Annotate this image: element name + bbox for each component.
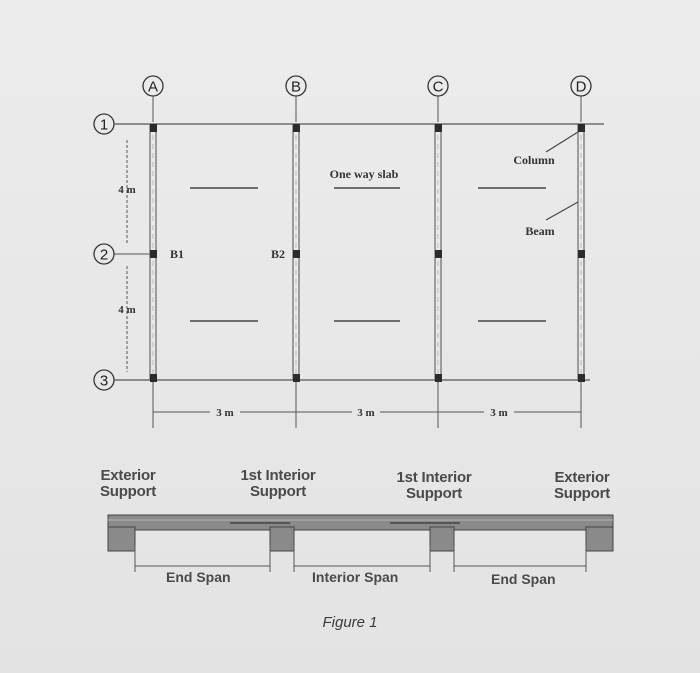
- column-c3: [435, 374, 442, 382]
- dim-3m-2: 3 m: [357, 407, 374, 419]
- section-support-interior-2: [429, 526, 455, 552]
- support-label-interior-2: 1st Interior Support: [386, 470, 482, 502]
- grid-bubble-3: 3: [93, 369, 115, 391]
- row-dimension: [122, 140, 132, 372]
- callout-leaders: [545, 131, 579, 221]
- span-dimensions: [134, 545, 587, 572]
- section-support-exterior-right: [585, 526, 614, 552]
- beam-label-b1: B1: [170, 247, 184, 261]
- dim-4m-top: 4 m: [118, 184, 135, 196]
- column-b2: [293, 250, 300, 258]
- grid-bubble-a: A: [142, 75, 164, 122]
- row-grid-bubbles: 1 2 3: [93, 113, 115, 391]
- grid-bubble-2: 2: [93, 243, 115, 265]
- support-label-line: 1st Interior: [240, 467, 316, 484]
- svg-text:C: C: [433, 79, 444, 96]
- support-label-exterior-right: Exterior Support: [546, 470, 618, 502]
- support-label-line: Support: [553, 485, 611, 502]
- svg-text:B: B: [291, 79, 301, 96]
- column-d3: [578, 374, 585, 382]
- beam-callout-label: Beam: [525, 224, 554, 238]
- section-support-interior-1: [269, 526, 295, 552]
- support-label-line: Support: [405, 485, 463, 502]
- svg-text:2: 2: [100, 247, 108, 264]
- svg-text:3: 3: [100, 373, 108, 390]
- support-label-line: Exterior: [554, 469, 610, 486]
- support-label-line: Support: [99, 483, 157, 500]
- column-c2: [435, 250, 442, 258]
- column-d2: [578, 250, 585, 258]
- column-a3: [150, 374, 157, 382]
- grid-bubble-c: C: [427, 75, 449, 122]
- span-label-end-right: End Span: [491, 571, 556, 587]
- beam-section: [107, 514, 614, 552]
- column-b1: [293, 124, 300, 132]
- column-c1: [435, 124, 442, 132]
- support-label-line: 1st Interior: [396, 469, 472, 486]
- column-b3: [293, 374, 300, 382]
- support-label-interior-1: 1st Interior Support: [230, 468, 326, 500]
- beam-label-b2: B2: [271, 247, 285, 261]
- svg-text:A: A: [148, 79, 158, 96]
- grid-bubble-b: B: [285, 75, 307, 122]
- plan-labels: One way slab B1 B2 Column Beam: [170, 153, 555, 261]
- column-a1: [150, 124, 157, 132]
- svg-text:1: 1: [100, 117, 108, 134]
- grid-bubble-1: 1: [93, 113, 115, 135]
- column-dimension-labels: 3 m 3 m 3 m: [216, 407, 507, 419]
- row-dimension-labels: 4 m 4 m: [118, 184, 135, 316]
- column-dimension: [152, 382, 582, 428]
- dim-4m-bottom: 4 m: [118, 304, 135, 316]
- slab-span-marks: [190, 187, 546, 322]
- section-slab: [107, 514, 614, 531]
- dim-3m-1: 3 m: [216, 407, 233, 419]
- svg-text:D: D: [576, 79, 587, 96]
- column-d1: [578, 124, 585, 132]
- figure-caption: Figure 1: [322, 614, 378, 631]
- column-callout-label: Column: [513, 153, 555, 167]
- grid-bubble-d: D: [570, 75, 592, 122]
- support-label-line: Exterior: [100, 467, 156, 484]
- columns: [150, 124, 585, 382]
- dim-3m-3: 3 m: [490, 407, 507, 419]
- column-a2: [150, 250, 157, 258]
- slab-label: One way slab: [330, 167, 399, 181]
- section-support-exterior-left: [107, 526, 136, 552]
- span-label-end-left: End Span: [166, 569, 231, 585]
- span-label-interior: Interior Span: [312, 569, 399, 585]
- support-label-exterior-left: Exterior Support: [96, 468, 160, 500]
- column-grid-bubbles: A B C D: [142, 75, 592, 122]
- support-label-line: Support: [249, 483, 307, 500]
